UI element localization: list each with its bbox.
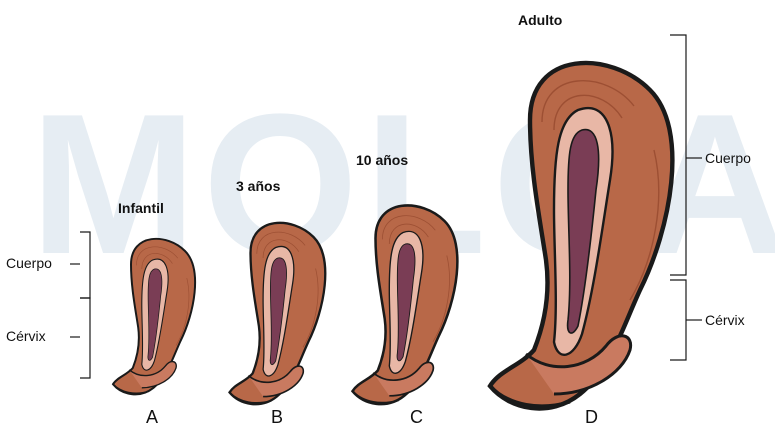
uterus-10-years: [353, 205, 458, 404]
left-cervix-bracket: [80, 298, 90, 378]
letter-b: B: [271, 407, 283, 428]
title-d: Adulto: [518, 12, 562, 28]
letter-c: C: [410, 407, 423, 428]
letter-a: A: [146, 407, 158, 428]
title-a: Infantil: [118, 200, 164, 216]
left-cervix-label: Cérvix: [6, 328, 46, 344]
right-cervix-label: Cérvix: [705, 312, 745, 328]
right-cervix-bracket: [670, 280, 686, 360]
title-c: 10 años: [356, 152, 408, 168]
title-b: 3 años: [236, 178, 280, 194]
left-body-label: Cuerpo: [6, 255, 52, 271]
uterus-3-years: [230, 223, 326, 404]
letter-d: D: [585, 407, 598, 428]
right-body-label: Cuerpo: [705, 150, 751, 166]
uterus-adulto: [490, 63, 672, 409]
left-body-bracket: [80, 232, 90, 298]
uterus-infantil: [113, 239, 195, 394]
